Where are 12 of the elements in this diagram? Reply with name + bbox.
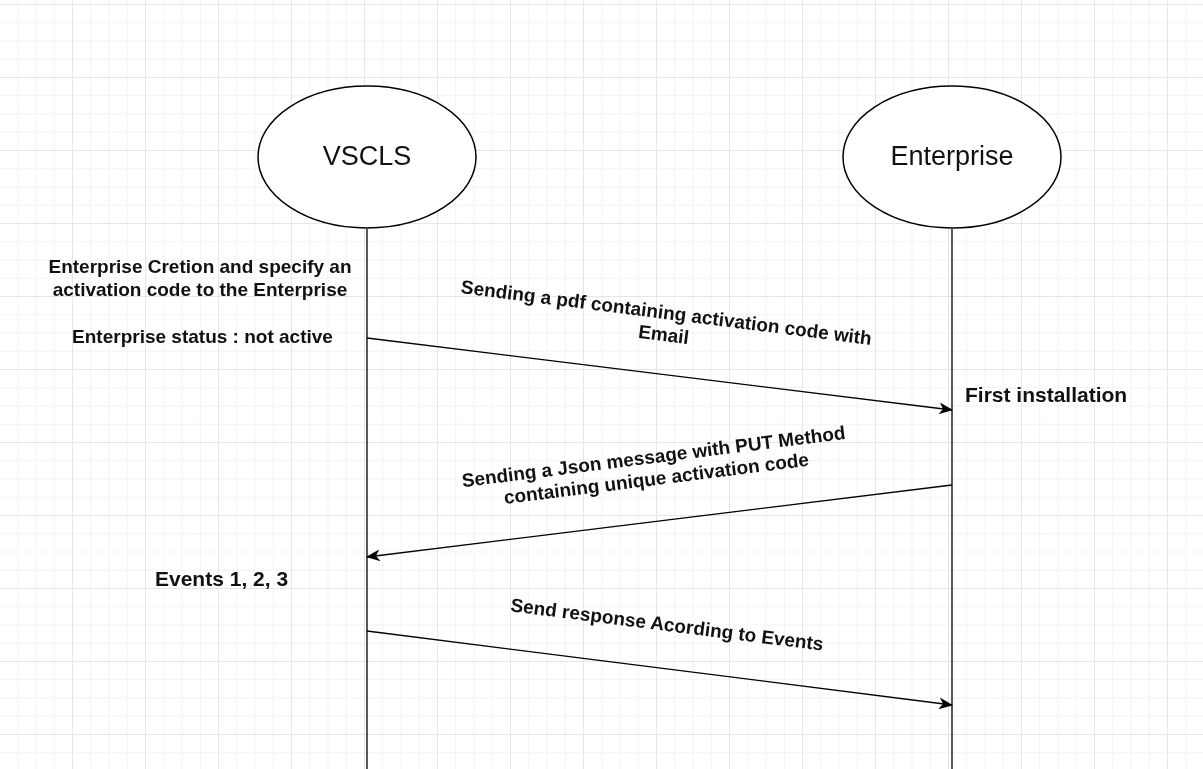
message-arrow — [366, 630, 953, 710]
message-arrow — [366, 337, 953, 415]
message-arrow — [366, 484, 953, 562]
note-text: First installation — [965, 383, 1128, 406]
edge-label: Sending a Json message with PUT Method containing unique activation code — [459, 420, 848, 511]
actor-name: VSCLS — [322, 141, 412, 172]
edge-label: Sending a pdf containing activation code with Email — [458, 275, 875, 351]
note-text: Enterprise Cretion and specify an activation code to the Enterprise — [47, 255, 353, 301]
edge-label: Send response Acording to Events — [508, 593, 826, 657]
note-text: Events 1, 2, 3 — [155, 567, 289, 590]
actor-name: Enterprise — [890, 141, 1014, 172]
note-text: Enterprise status : not active — [71, 325, 334, 348]
